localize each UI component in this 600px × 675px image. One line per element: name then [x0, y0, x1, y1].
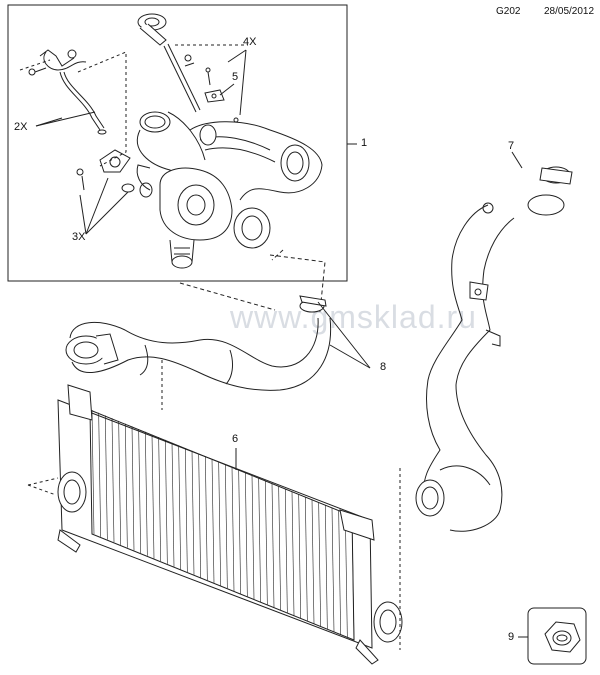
intercooler-fin: [98, 412, 101, 537]
intercooler-fin: [258, 477, 261, 602]
watermark: www.gmsklad.ru: [230, 299, 477, 335]
intercooler-fin: [318, 502, 321, 627]
intercooler-fin: [351, 515, 355, 641]
leader-8b: [317, 301, 371, 369]
intercooler-fin: [298, 494, 301, 619]
wastegate-actuator: [137, 13, 201, 113]
intercooler-fins: [91, 409, 355, 641]
intercooler-fin: [205, 456, 208, 581]
callout-3x: 3X: [72, 231, 86, 243]
intercooler-fin: [311, 499, 315, 624]
charge-air-hose-7: [415, 166, 573, 532]
intercooler-fin: [218, 461, 221, 586]
callout-1: 1: [361, 137, 368, 149]
leader-5: [219, 83, 235, 96]
leader-7: [511, 151, 523, 169]
intercooler-fin: [251, 475, 255, 600]
intercooler-fin: [165, 439, 168, 564]
intercooler-fin: [105, 415, 108, 540]
intercooler-fin: [338, 510, 341, 635]
intercooler-fin: [291, 491, 295, 616]
turbo-group-frame: [7, 4, 348, 282]
intercooler-fin: [125, 423, 128, 548]
intercooler-fin: [245, 472, 248, 597]
nut-9-box: [518, 607, 587, 665]
diagram-date: 28/05/2012: [544, 6, 595, 17]
intercooler-fin: [305, 496, 308, 621]
intercooler-fin: [211, 458, 215, 583]
intercooler-fin: [238, 469, 241, 594]
intercooler-fin: [111, 418, 115, 543]
intercooler-fin: [345, 513, 348, 638]
callout-5: 5: [232, 71, 239, 83]
intercooler-fin: [331, 507, 335, 632]
intercooler-fin: [198, 453, 201, 578]
intercooler-fin: [191, 450, 195, 575]
intercooler-fin: [225, 464, 228, 589]
oil-feed-pipe: [28, 49, 107, 135]
intercooler-fin: [231, 467, 235, 592]
intercooler-fin: [118, 420, 121, 545]
intercooler-fin: [278, 486, 281, 611]
leader-4x-a: [227, 49, 247, 63]
intercooler-fin: [265, 480, 268, 605]
callout-7: 7: [508, 140, 515, 152]
charge-air-hose-8: [65, 295, 332, 391]
diagram-code: G202: [496, 6, 521, 17]
leader-3x-a: [79, 194, 87, 235]
intercooler-6: [57, 384, 403, 665]
callout-8: 8: [380, 361, 387, 373]
callout-9: 9: [508, 631, 515, 643]
gasket-and-bolts: [76, 67, 239, 198]
intercooler-fin: [185, 448, 188, 573]
intercooler-fin: [285, 488, 288, 613]
intercooler-fin: [171, 442, 175, 567]
intercooler-fin: [91, 409, 95, 535]
intercooler-fin: [178, 445, 181, 570]
leader-8a: [329, 344, 371, 369]
intercooler-fin: [131, 426, 135, 551]
intercooler-fin: [145, 431, 148, 556]
intercooler-fin: [271, 483, 275, 608]
callout-6: 6: [232, 433, 239, 445]
turbocharger-body: [136, 111, 323, 269]
intercooler-fin: [325, 505, 328, 630]
intercooler-fin: [138, 429, 141, 554]
intercooler-fin: [151, 434, 155, 559]
callout-2x: 2X: [14, 121, 28, 133]
callout-4x: 4X: [243, 36, 257, 48]
intercooler-fin: [158, 437, 161, 562]
